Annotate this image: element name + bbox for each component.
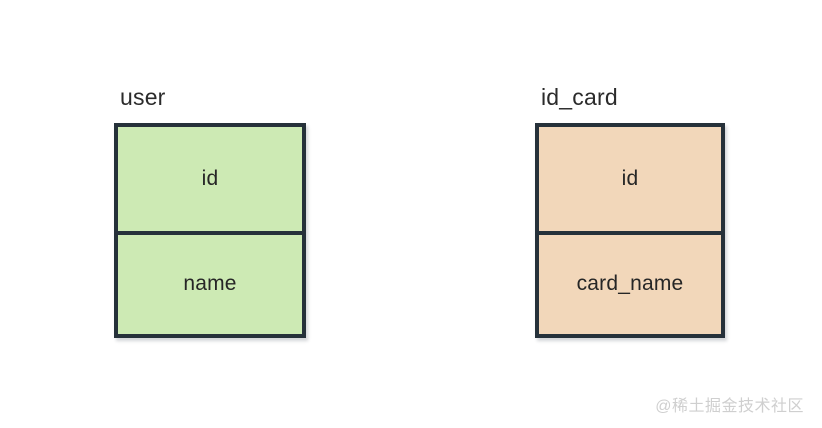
entity-id-card-row-card-name: card_name: [539, 230, 721, 334]
entity-user-row-id: id: [118, 127, 302, 231]
entity-user: user id name: [114, 86, 306, 338]
entity-user-title: user: [120, 84, 166, 110]
entity-id-card-title: id_card: [541, 84, 618, 110]
entity-user-box: id name: [114, 123, 306, 338]
watermark-text: @稀土掘金技术社区: [655, 398, 804, 415]
entity-id-card-box: id card_name: [535, 123, 725, 338]
entity-user-row-name: name: [118, 230, 302, 334]
entity-id-card-row-id: id: [539, 127, 721, 231]
entity-id-card: id_card id card_name: [535, 86, 725, 338]
